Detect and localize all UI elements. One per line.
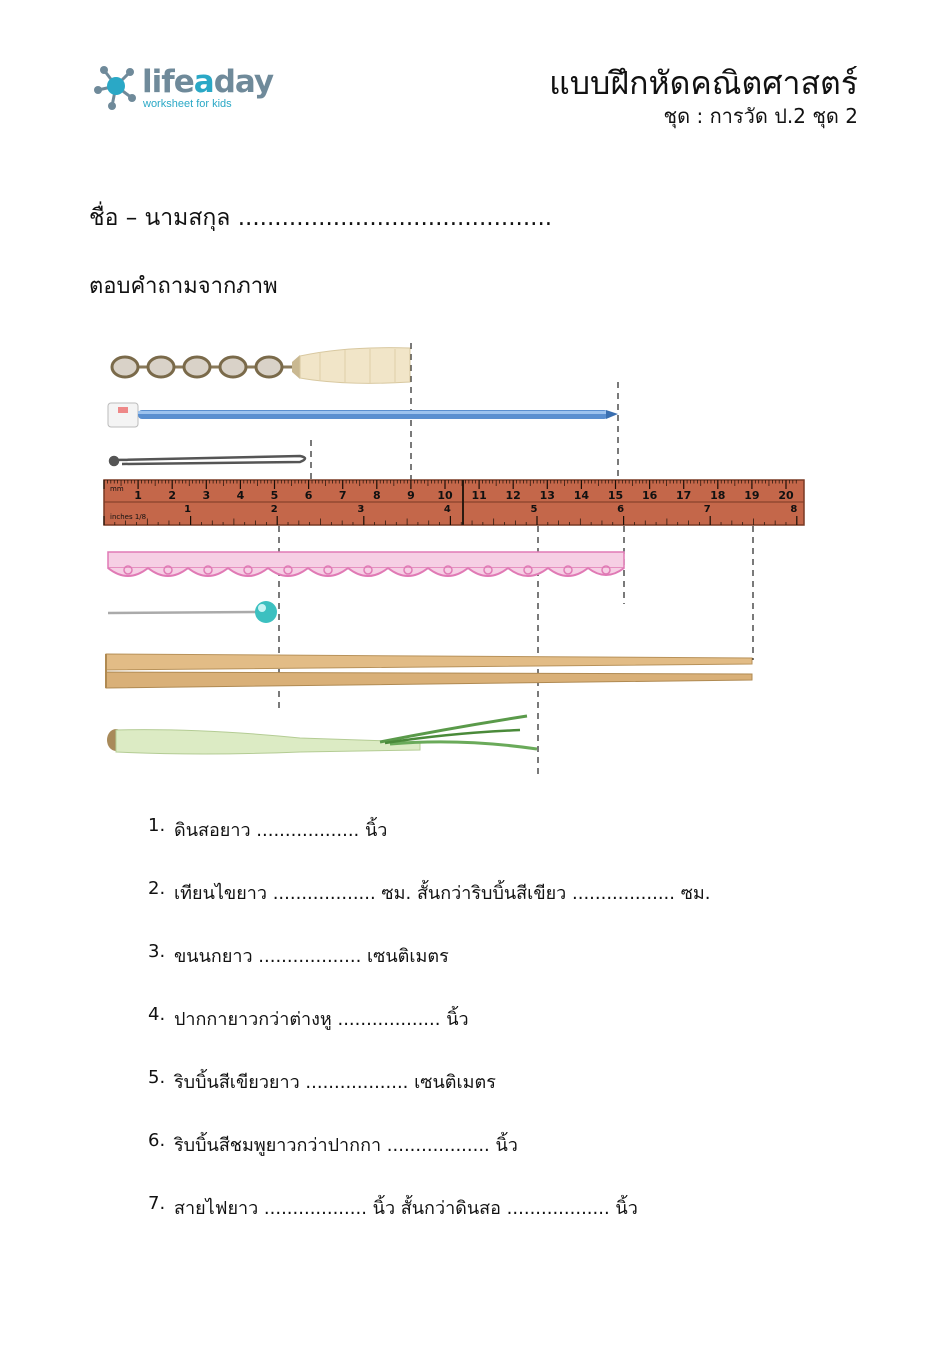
question-number: 3. [148,941,166,962]
ruler-cm-label: 20 [778,489,794,502]
logo-icon [94,66,136,110]
knitting-needle-image [107,402,618,428]
ruler-cm-label: 2 [168,489,176,502]
ruler-cm-label: 9 [407,489,415,502]
ruler-cm-label: 6 [305,489,313,502]
ruler-cm-label: 11 [471,489,486,502]
question-item[interactable]: 4. ปากกายาวกว่าต่างหู .................. … [148,1004,711,1067]
logo-word-part: day [213,64,274,100]
ruler-cm-label: 3 [202,489,210,502]
lemongrass-image [107,714,538,755]
question-item[interactable]: 7. สายไฟยาว .................. นิ้ว สั้นก… [148,1193,711,1256]
page-title: แบบฝึกหัดคณิตศาสตร์ [549,64,858,102]
question-number: 4. [148,1004,166,1025]
ruler-inch-number: 1 [184,504,191,515]
question-item[interactable]: 2. เทียนไขยาว .................. ซม. สั้น… [148,878,711,941]
ruler-cm-label: 19 [744,489,759,502]
question-item[interactable]: 3. ขนนกยาว .................. เซนติเมตร [148,941,711,1004]
question-item[interactable]: 1. ดินสอยาว .................. นิ้ว [148,815,711,878]
pearl-pin-image [107,601,277,623]
chopsticks-image [105,653,753,689]
ruler-cm-label: 14 [574,489,590,502]
ruler-cm-label: 4 [237,489,245,502]
ruler-inch-number: 8 [790,504,797,515]
page-subtitle: ชุด : การวัด ป.2 ชุด 2 [663,104,858,128]
ruler-cm-label: 15 [608,489,623,502]
question-text: ริบบิ้นสีชมพูยาวกว่าปากกา ..............… [174,1135,518,1156]
logo-word-part: a [193,64,215,100]
ruler-cm-label: 10 [437,489,453,502]
ruler-cm-label: 1 [134,489,142,502]
question-text: เทียนไขยาว .................. ซม. สั้นกว… [174,883,711,904]
name-field-line[interactable]: ชื่อ – นามสกุล .........................… [89,205,553,231]
ruler-inch-number: 3 [357,504,364,515]
logo-word-part: life [142,64,195,100]
ruler-cm-label: 16 [642,489,658,502]
ruler-cm-label: 5 [271,489,279,502]
ruler-cm-label: 13 [540,489,555,502]
ruler-cm-label: 7 [339,489,347,502]
question-number: 1. [148,815,166,836]
question-number: 6. [148,1130,166,1151]
ruler-cm-label: 17 [676,489,691,502]
question-item[interactable]: 5. ริบบิ้นสีเขียวยาว .................. เ… [148,1067,711,1130]
logo-tagline: worksheet for kids [143,98,232,110]
hair-pin-image [108,454,307,467]
question-number: 2. [148,878,166,899]
ruler-inch-number: 2 [271,504,278,515]
question-text: ปากกายาวกว่าต่างหู .................. นิ… [174,1009,469,1030]
ruler-inch-number: 4 [444,504,451,515]
question-item[interactable]: 6. ริบบิ้นสีชมพูยาวกว่าปากกา ............… [148,1130,711,1193]
ruler-inch-label: inches 1/8 [110,513,146,521]
ruler-mm-label: mm [110,485,124,493]
question-number: 7. [148,1193,166,1214]
question-text: ดินสอยาว .................. นิ้ว [174,820,388,841]
pink-lace-ribbon-image [107,551,625,577]
question-text: ริบบิ้นสีเขียวยาว .................. เซน… [174,1072,496,1093]
ruler-cm-label: 8 [373,489,381,502]
ruler-inch-number: 7 [704,504,711,515]
logo-wordmark: lifeaday [142,64,274,100]
ruler-inch-number: 5 [531,504,538,515]
question-list: 1. ดินสอยาว .................. นิ้ว 2. เที… [148,815,711,1256]
ruler-cm-label: 12 [506,489,521,502]
ruler-cm-label: 18 [710,489,725,502]
chain-tassel-image [110,347,411,384]
question-number: 5. [148,1067,166,1088]
question-text: ขนนกยาว .................. เซนติเมตร [174,946,449,967]
question-text: สายไฟยาว .................. นิ้ว สั้นกว่… [174,1198,638,1219]
instruction-text: ตอบคำถามจากภาพ [89,274,278,299]
ruler-inch-number: 6 [617,504,624,515]
